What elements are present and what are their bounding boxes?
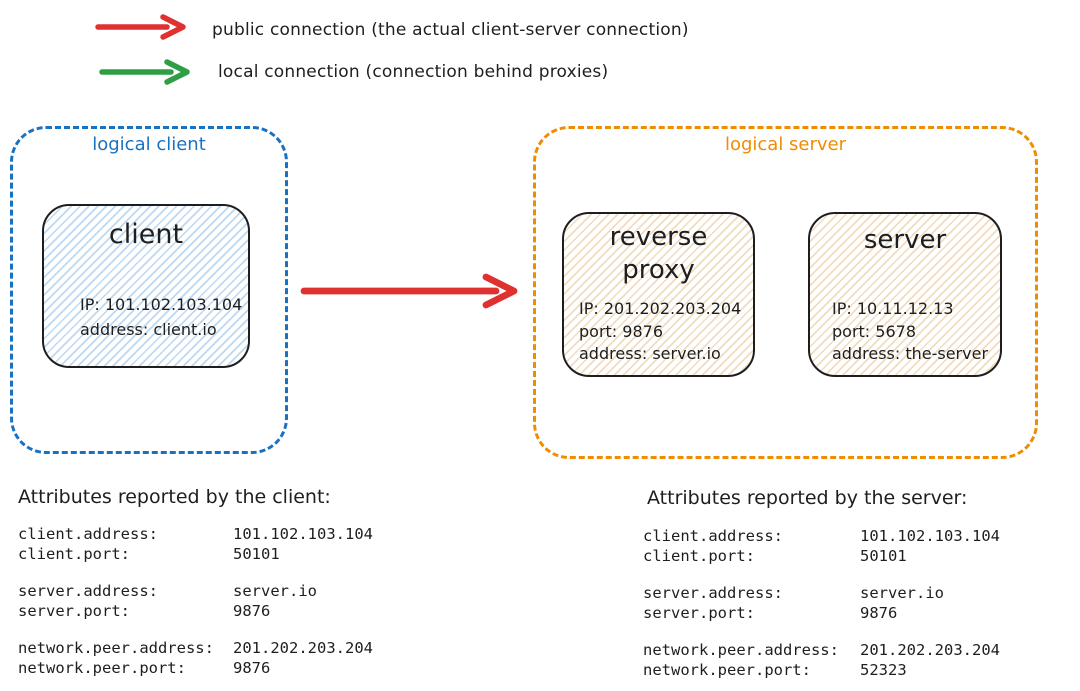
reverse-proxy-node: reverse proxy IP: 201.202.203.204 port: … xyxy=(562,212,755,377)
attr-value: 9876 xyxy=(233,602,271,620)
attr-label: client.address: xyxy=(18,525,158,543)
logical-client-title: logical client xyxy=(92,134,206,155)
attr-label: network.peer.port: xyxy=(18,659,186,677)
attr-value: 9876 xyxy=(860,604,898,622)
attr-row: network.peer.port: 52323 xyxy=(643,660,1000,680)
attr-label: client.port: xyxy=(18,545,130,563)
attr-label: server.port: xyxy=(643,604,755,622)
attr-value: server.io xyxy=(233,582,317,600)
server-node: server IP: 10.11.12.13 port: 5678 addres… xyxy=(808,212,1002,377)
reverse-proxy-node-details: IP: 201.202.203.204 port: 9876 address: … xyxy=(579,298,741,366)
client-attr-group-server: server.address: server.io server.port: 9… xyxy=(18,581,373,621)
public-connection-arrow-icon xyxy=(95,14,186,40)
attr-row: client.port: 50101 xyxy=(18,544,373,564)
legend-local-connection-label: local connection (connection behind prox… xyxy=(218,62,609,82)
server-attributes-heading: Attributes reported by the server: xyxy=(647,487,968,509)
attr-row: server.address: server.io xyxy=(643,583,1000,603)
server-address-line: address: the-server xyxy=(832,344,989,363)
server-attr-group-server: server.address: server.io server.port: 9… xyxy=(643,583,1000,623)
attr-label: server.port: xyxy=(18,602,130,620)
client-node-title: client xyxy=(108,219,184,250)
server-port-line: port: 5678 xyxy=(832,321,916,341)
client-attr-group-client: client.address: 101.102.103.104 client.p… xyxy=(18,524,373,564)
server-attr-group-network-peer: network.peer.address: 201.202.203.204 ne… xyxy=(643,640,1000,680)
attr-row: server.address: server.io xyxy=(18,581,373,601)
attr-label: client.address: xyxy=(643,527,783,545)
attr-label: server.address: xyxy=(18,582,158,600)
logical-client-group: logical client xyxy=(10,126,288,454)
attr-row: network.peer.address: 201.202.203.204 xyxy=(18,638,373,658)
attr-row: network.peer.address: 201.202.203.204 xyxy=(643,640,1000,660)
legend-public-connection-label: public connection (the actual client-ser… xyxy=(212,20,689,40)
client-node-details: IP: 101.102.103.104 address: client.io xyxy=(80,292,242,342)
attr-row: server.port: 9876 xyxy=(643,603,1000,623)
attr-value: 201.202.203.204 xyxy=(233,639,373,657)
reverse-proxy-ip-line: IP: 201.202.203.204 xyxy=(579,299,742,318)
server-node-details: IP: 10.11.12.13 port: 5678 address: the-… xyxy=(832,298,988,366)
logical-server-title: logical server xyxy=(724,134,847,155)
reverse-proxy-port-line: port: 9876 xyxy=(579,321,663,341)
client-attributes-table: client.address: 101.102.103.104 client.p… xyxy=(18,524,373,678)
reverse-proxy-address-line: address: server.io xyxy=(579,344,721,363)
server-node-title: server xyxy=(863,225,947,255)
attr-label: network.peer.address: xyxy=(18,639,214,657)
client-attr-group-network-peer: network.peer.address: 201.202.203.204 ne… xyxy=(18,638,373,678)
attr-label: network.peer.address: xyxy=(643,641,839,659)
attr-row: client.port: 50101 xyxy=(643,546,1000,566)
local-connection-arrow-icon xyxy=(99,59,190,85)
attr-value: 101.102.103.104 xyxy=(860,527,1000,545)
attr-value: 201.202.203.204 xyxy=(860,641,1000,659)
server-attr-group-client: client.address: 101.102.103.104 client.p… xyxy=(643,526,1000,566)
client-ip-line: IP: 101.102.103.104 xyxy=(80,295,243,314)
attr-value: 50101 xyxy=(233,545,280,563)
attr-row: network.peer.port: 9876 xyxy=(18,658,373,678)
attr-value: server.io xyxy=(860,584,944,602)
attr-value: 50101 xyxy=(860,547,907,565)
attr-value: 101.102.103.104 xyxy=(233,525,373,543)
attr-label: client.port: xyxy=(643,547,755,565)
attr-row: client.address: 101.102.103.104 xyxy=(18,524,373,544)
attr-label: network.peer.port: xyxy=(643,661,811,679)
client-attributes-heading: Attributes reported by the client: xyxy=(18,486,331,508)
server-attributes-table: client.address: 101.102.103.104 client.p… xyxy=(643,526,1000,680)
server-ip-line: IP: 10.11.12.13 xyxy=(832,299,954,318)
attr-label: server.address: xyxy=(643,584,783,602)
attr-row: client.address: 101.102.103.104 xyxy=(643,526,1000,546)
attr-row: server.port: 9876 xyxy=(18,601,373,621)
reverse-proxy-node-title: reverse proxy xyxy=(609,222,708,285)
logical-server-group: logical server xyxy=(533,126,1038,459)
client-node: client IP: 101.102.103.104 address: clie… xyxy=(42,204,250,368)
attr-value: 52323 xyxy=(860,661,907,679)
client-address-line: address: client.io xyxy=(80,320,217,339)
client-to-server-arrow-icon xyxy=(300,273,518,309)
attr-value: 9876 xyxy=(233,659,271,677)
